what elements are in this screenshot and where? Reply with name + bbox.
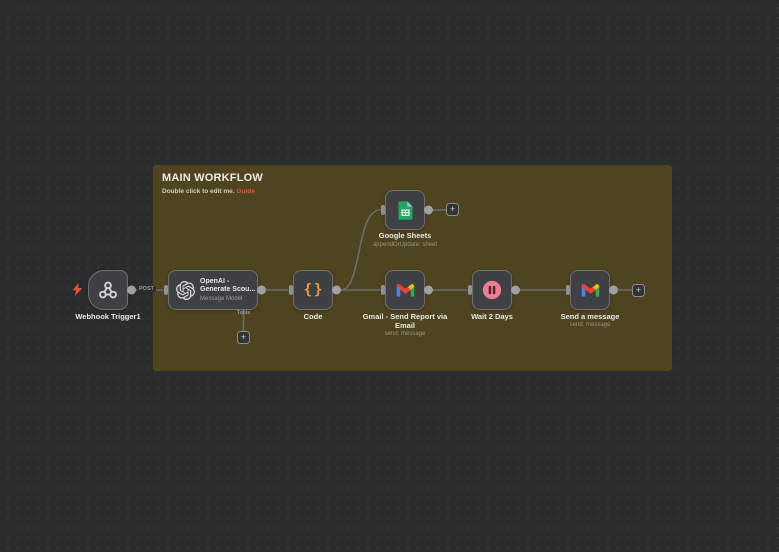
webhook-method-label: POST xyxy=(137,286,156,292)
add-node-button[interactable]: + xyxy=(237,331,250,344)
plus-icon: + xyxy=(240,332,247,342)
node-code[interactable]: {} xyxy=(289,270,341,310)
sticky-title: MAIN WORKFLOW xyxy=(162,172,263,184)
plus-icon: + xyxy=(635,285,642,295)
edge-code-sheets[interactable] xyxy=(340,209,381,291)
openai-icon xyxy=(176,280,195,300)
output-port[interactable] xyxy=(424,285,433,295)
pause-icon xyxy=(482,280,502,300)
add-node-button[interactable]: + xyxy=(632,284,645,297)
node-subtitle: send: message xyxy=(569,322,611,328)
execute-trigger-button[interactable] xyxy=(72,283,83,301)
openai-title-line1: OpenAI - xyxy=(200,278,230,285)
output-port[interactable] xyxy=(332,285,341,295)
node-label: Code xyxy=(303,312,323,321)
node-google-sheets[interactable] xyxy=(381,190,433,230)
openai-title-line2: Generate Scou... xyxy=(200,286,256,293)
google-sheets-icon xyxy=(398,200,412,220)
openai-node-text: OpenAI - Generate Scou... Message Model xyxy=(200,278,255,302)
input-port[interactable] xyxy=(381,285,385,295)
input-port[interactable] xyxy=(164,285,168,295)
sticky-body-text: Double click to edit me. xyxy=(162,188,235,195)
node-subtitle: appendOrUpdate: sheet xyxy=(372,242,438,248)
guide-link[interactable]: Guide xyxy=(236,188,255,195)
gmail-icon xyxy=(581,283,599,297)
node-label: Send a message xyxy=(560,312,620,321)
node-label: Gmail - Send Report via Email xyxy=(362,312,448,330)
node-gmail-send-report[interactable] xyxy=(381,270,433,310)
input-port[interactable] xyxy=(289,285,293,295)
plus-icon: + xyxy=(449,204,456,214)
input-port[interactable] xyxy=(566,285,570,295)
lightning-icon xyxy=(72,283,83,296)
sticky-body: Double click to edit me. Guide xyxy=(162,188,663,195)
node-label: Wait 2 Days xyxy=(471,312,513,321)
node-label: Google Sheets xyxy=(378,231,432,240)
node-send-message[interactable] xyxy=(566,270,618,310)
output-port[interactable] xyxy=(609,285,618,295)
code-braces-icon: {} xyxy=(303,282,325,298)
node-webhook-trigger[interactable] xyxy=(88,270,136,310)
output-port[interactable] xyxy=(424,205,433,215)
input-port[interactable] xyxy=(381,205,385,215)
node-label: Webhook Trigger1 xyxy=(75,312,141,321)
openai-subtitle: Message Model xyxy=(200,296,243,302)
node-wait[interactable] xyxy=(468,270,520,310)
gmail-icon xyxy=(396,283,414,297)
output-port[interactable] xyxy=(511,285,520,295)
node-subtitle: send: message xyxy=(384,331,426,337)
output-port[interactable] xyxy=(257,285,266,295)
output-port[interactable] xyxy=(127,285,136,295)
add-node-button[interactable]: + xyxy=(446,203,459,216)
tools-port-label: Tools xyxy=(237,310,250,316)
input-port[interactable] xyxy=(468,285,472,295)
webhook-icon xyxy=(99,281,117,299)
node-openai[interactable]: OpenAI - Generate Scou... Message Model xyxy=(164,270,266,310)
